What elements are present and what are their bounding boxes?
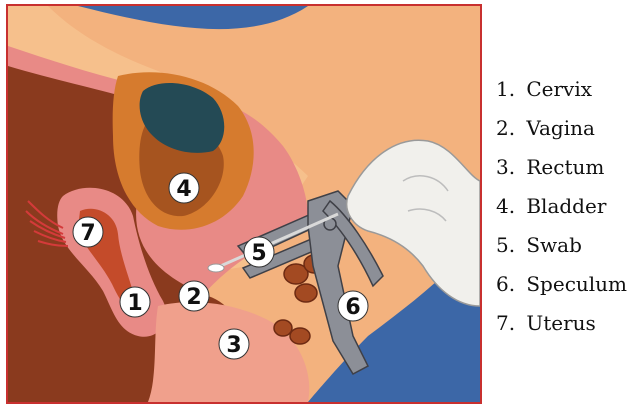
legend-item: 6. Speculum (496, 265, 626, 304)
legend-item: 2. Vagina (496, 109, 626, 148)
legend-label: Uterus (526, 311, 595, 335)
marker-label: 7 (80, 221, 95, 246)
marker-7: 7 (73, 217, 103, 247)
legend-number: 6. (496, 265, 520, 304)
legend-number: 7. (496, 304, 520, 343)
legend-label: Vagina (526, 116, 595, 140)
marker-2: 2 (179, 281, 209, 311)
pelvic-exam-drawing: 1 2 3 4 5 6 7 (8, 6, 480, 402)
legend-label: Swab (526, 233, 582, 257)
legend: 1. Cervix 2. Vagina 3. Rectum 4. Bladder… (496, 70, 626, 343)
marker-5: 5 (244, 237, 274, 267)
marker-label: 5 (251, 241, 266, 266)
legend-item: 1. Cervix (496, 70, 626, 109)
legend-number: 5. (496, 226, 520, 265)
legend-label: Rectum (526, 155, 604, 179)
legend-item: 5. Swab (496, 226, 626, 265)
marker-label: 6 (345, 295, 360, 320)
anatomical-illustration: 1 2 3 4 5 6 7 (6, 4, 482, 404)
legend-label: Bladder (526, 194, 606, 218)
legend-item: 7. Uterus (496, 304, 626, 343)
legend-number: 1. (496, 70, 520, 109)
marker-4: 4 (169, 173, 199, 203)
marker-label: 3 (226, 333, 241, 358)
legend-item: 4. Bladder (496, 187, 626, 226)
marker-label: 4 (176, 177, 191, 202)
legend-number: 3. (496, 148, 520, 187)
legend-number: 4. (496, 187, 520, 226)
legend-label: Cervix (526, 77, 592, 101)
marker-3: 3 (219, 329, 249, 359)
marker-6: 6 (338, 291, 368, 321)
marker-1: 1 (120, 287, 150, 317)
marker-label: 1 (127, 291, 142, 316)
legend-label: Speculum (526, 272, 627, 296)
legend-item: 3. Rectum (496, 148, 626, 187)
legend-number: 2. (496, 109, 520, 148)
marker-label: 2 (186, 285, 201, 310)
